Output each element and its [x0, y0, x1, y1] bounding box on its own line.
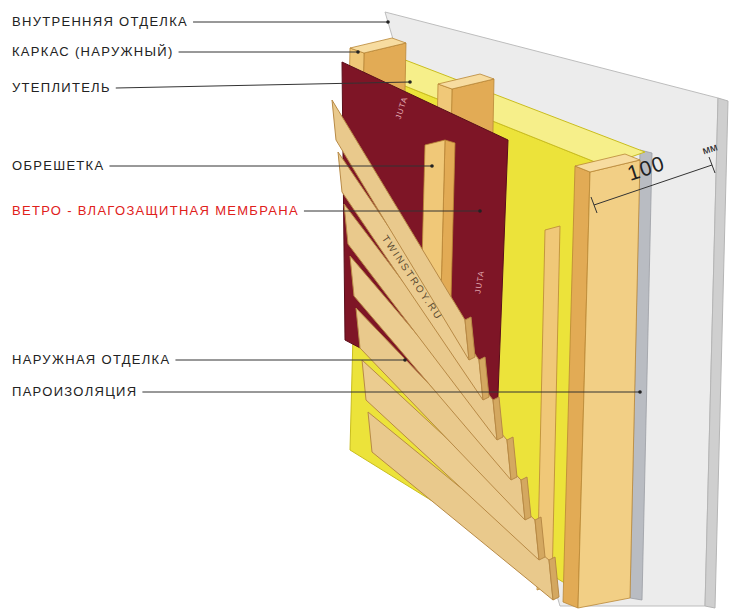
part-label: НАРУЖНАЯ ОТДЕЛКА — [12, 352, 170, 368]
part-label: ВЕТРО - ВЛАГОЗАЩИТНАЯ МЕМБРАНА — [12, 203, 299, 219]
leader-dot — [386, 20, 390, 24]
leader-line — [109, 166, 432, 167]
board — [338, 152, 483, 400]
board-end — [535, 517, 545, 560]
part-label: ПАРОИЗОЛЯЦИЯ — [12, 384, 137, 400]
leader-dot — [430, 164, 434, 168]
leader-line — [116, 82, 410, 88]
part-label: ВНУТРЕННЯЯ ОТДЕЛКА — [12, 14, 188, 30]
cladding-boards — [332, 100, 559, 600]
part-label: ОБРЕШЕТКА — [12, 158, 104, 174]
board-end — [465, 317, 475, 360]
part-label: УТЕПЛИТЕЛЬ — [12, 80, 111, 96]
board — [332, 100, 469, 360]
leader-line — [179, 52, 358, 53]
leader-line — [193, 22, 388, 23]
board-end — [493, 397, 503, 440]
leader-line — [142, 392, 640, 393]
leader-dot — [403, 358, 407, 362]
post-top — [438, 74, 494, 89]
post-front — [578, 160, 640, 608]
part-label: КАРКАС (НАРУЖНЫЙ) — [12, 44, 174, 60]
post-top — [350, 38, 406, 53]
dimension-tick — [591, 197, 597, 213]
board — [344, 204, 497, 440]
leader-dot — [408, 80, 412, 84]
leader-dot — [356, 50, 360, 54]
leader-line — [175, 360, 405, 361]
leader-dot — [638, 390, 642, 394]
dimension-tick — [709, 157, 715, 173]
leader-dot — [478, 209, 482, 213]
board-end — [549, 557, 559, 600]
leader-line — [304, 211, 480, 212]
board-end — [521, 477, 531, 520]
board-end — [507, 437, 517, 480]
panel-edge — [705, 98, 728, 608]
board-end — [479, 357, 489, 400]
